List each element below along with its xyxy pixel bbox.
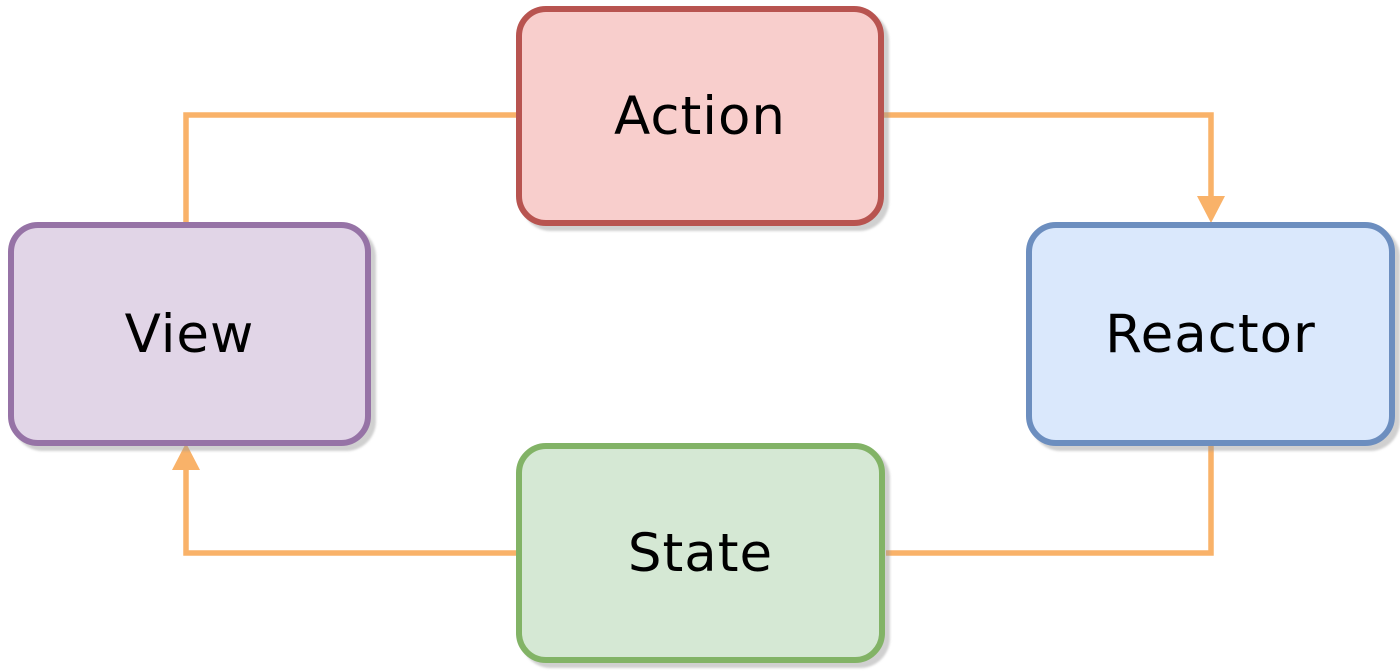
arrowhead-up-icon [172,443,200,470]
node-state: State [516,443,885,663]
node-action-label: Action [614,85,786,147]
arrowhead-down-icon [1197,196,1225,223]
node-state-label: State [627,522,774,584]
node-reactor-label: Reactor [1105,303,1316,365]
node-action: Action [516,6,884,226]
edge-state-to-view [172,443,518,556]
node-reactor: Reactor [1026,222,1395,446]
edge-reactor-to-state [886,444,1214,556]
edge-view-to-action [183,112,518,224]
node-view: View [8,222,371,446]
node-view-label: View [124,303,255,365]
edge-action-to-reactor [882,112,1225,223]
